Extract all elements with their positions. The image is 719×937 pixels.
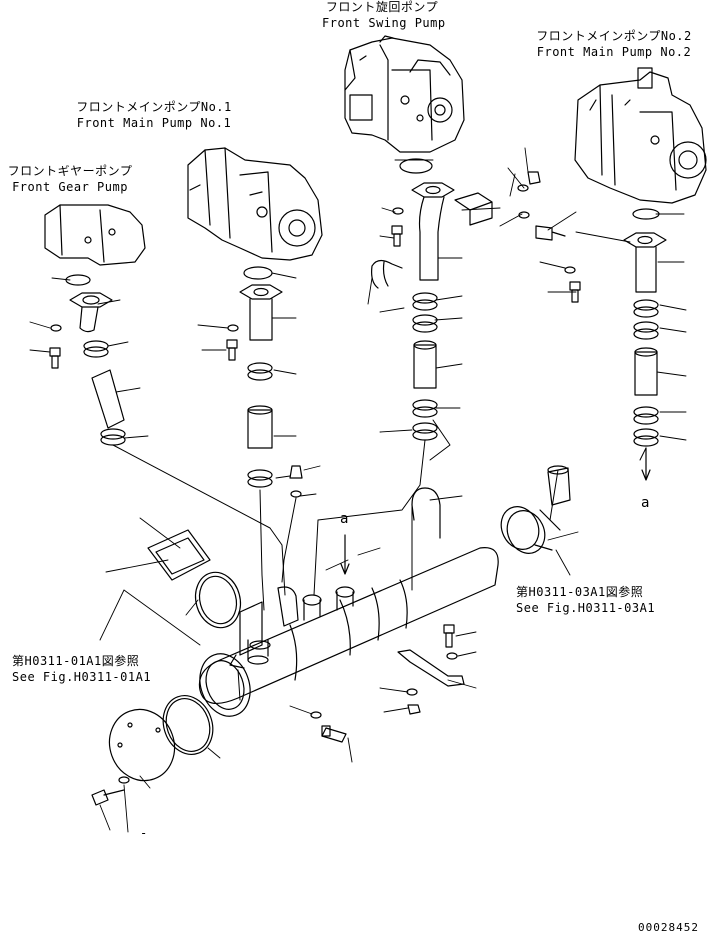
- front-gear-pump: [44, 204, 146, 286]
- suction-tank: [198, 547, 499, 717]
- connector-a-label: a: [340, 511, 349, 527]
- gear-pump-label-jp: フロントギヤーポンプ: [7, 164, 133, 178]
- drawing-number: 00028452: [638, 921, 699, 934]
- dash-mark: -: [140, 826, 148, 840]
- main-pump-2-line: [564, 232, 667, 481]
- main-pump-2-label-en: Front Main Pump No.2: [536, 45, 692, 59]
- main-pump-1-line: [226, 284, 303, 498]
- ref-a3-label-en: See Fig.H0311-03A1: [516, 601, 656, 615]
- gear-pump-line: [49, 292, 126, 446]
- main-pump-2-label-jp: フロントメインポンプNo.2: [536, 29, 692, 43]
- main-pump-1-label-en: Front Main Pump No.1: [76, 116, 232, 130]
- arrow-a-right-head: [641, 469, 651, 481]
- front-main-pump-1: [187, 147, 323, 280]
- leader-lines: [29, 147, 687, 833]
- swing-pump-label-en: Front Swing Pump: [322, 16, 446, 30]
- front-main-pump-2: [574, 67, 707, 220]
- swing-pump-label-jp: フロント旋回ポンプ: [325, 0, 439, 14]
- connector-a-arrow: [340, 534, 350, 575]
- gear-pump-label-en: Front Gear Pump: [12, 180, 128, 194]
- connection-lines: [112, 207, 647, 701]
- main-pump-1-label-jp: フロントメインポンプNo.1: [76, 100, 232, 114]
- ref-a1-label-jp: 第H0311-01A1図参照: [12, 654, 140, 668]
- connector-a-right-label: a: [641, 495, 650, 511]
- ref-a3-label-jp: 第H0311-03A1図参照: [516, 585, 644, 599]
- swing-pump-line: [371, 171, 566, 441]
- cover-plates: [91, 529, 242, 806]
- right-fittings: [310, 465, 571, 743]
- front-swing-pump: [344, 35, 465, 174]
- ref-a1-label-en: See Fig.H0311-01A1: [12, 670, 152, 684]
